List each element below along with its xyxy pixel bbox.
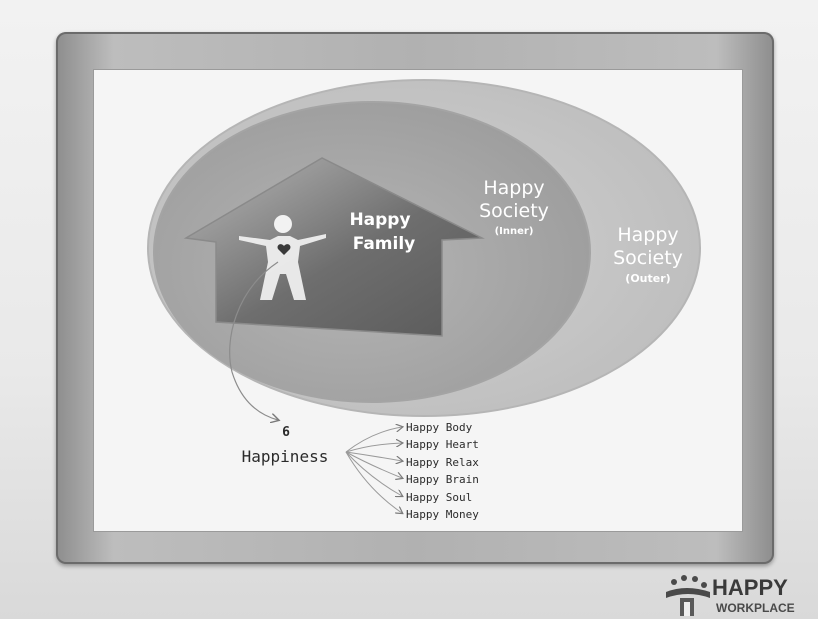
happiness-item: Happy Body: [406, 421, 473, 434]
six-happiness-label: Happiness: [242, 447, 329, 466]
outer-society-label-line2: Society: [613, 247, 683, 269]
inner-society-label-line1: Happy: [483, 177, 544, 199]
outer-society-label-line1: Happy: [617, 224, 678, 246]
inner-society-label-line2: Society: [479, 200, 549, 222]
six-happiness-number: 6: [282, 425, 290, 440]
logo-subtitle: WORKPLACE: [716, 601, 795, 615]
happiness-item: Happy Brain: [406, 473, 479, 486]
happiness-item: Happy Money: [406, 508, 479, 521]
outer-society-tag: (Outer): [625, 272, 670, 285]
happiness-item: Happy Relax: [406, 456, 479, 469]
logo-title: HAPPY: [712, 577, 788, 599]
family-label-line1: Happy: [349, 210, 410, 230]
happiness-item: Happy Heart: [406, 438, 479, 451]
family-label-line2: Family: [353, 234, 416, 254]
happiness-item: Happy Soul: [406, 491, 472, 504]
inner-society-tag: (Inner): [495, 226, 534, 237]
happiness-item-arrows: [346, 427, 402, 513]
